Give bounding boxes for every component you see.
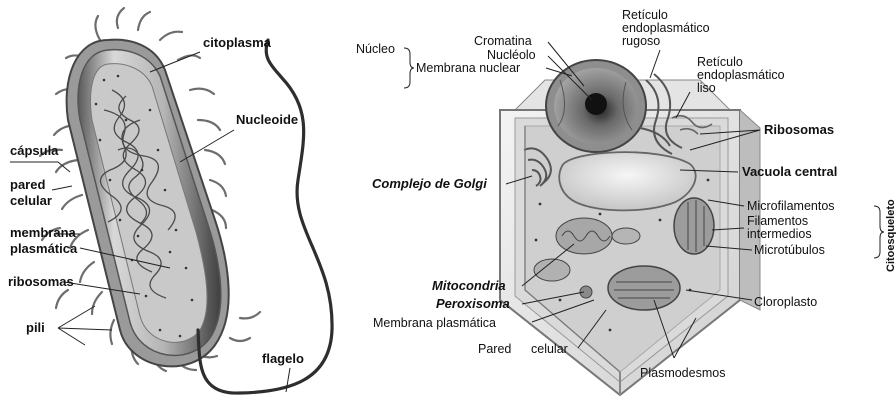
label-plant-membrana-nuclear: Membrana nuclear	[416, 61, 520, 75]
label-bacteria-membrana: membrana	[10, 226, 76, 240]
label-plant-pared: Pared	[478, 342, 511, 356]
label-bacteria-plasmatica: plasmática	[10, 242, 77, 256]
label-plant-cloroplasto: Cloroplasto	[754, 295, 817, 309]
label-bacteria-ribosomas: ribosomas	[8, 275, 74, 289]
label-bacteria-capsula: cápsula	[10, 144, 58, 158]
label-plant-plasmodesmos: Plasmodesmos	[640, 366, 725, 380]
label-plant-rer-line1: Retículo	[622, 8, 668, 22]
label-plant-peroxisoma: Peroxisoma	[436, 297, 510, 311]
label-plant-nucleolo: Nucléolo	[487, 48, 536, 62]
label-plant-microtubulos: Microtúbulos	[754, 243, 825, 257]
label-plant-nucleo: Núcleo	[356, 42, 395, 56]
label-plant-golgi: Complejo de Golgi	[372, 177, 487, 191]
plant-cell-vacuole	[559, 152, 695, 210]
label-plant-microfilamentos: Microfilamentos	[747, 199, 835, 213]
label-plant-filamentos-line2: intermedios	[747, 227, 812, 241]
label-plant-vacuola: Vacuola central	[742, 165, 837, 179]
plant-cell-illustration	[404, 42, 884, 395]
label-bacteria-pili: pili	[26, 321, 45, 335]
label-bacteria-nucleoide: Nucleoide	[236, 113, 298, 127]
plant-cell-nucleus	[546, 60, 646, 152]
label-plant-rel-line3: liso	[697, 81, 716, 95]
label-plant-celular: celular	[531, 342, 568, 356]
label-plant-rer-line2: endoplasmático	[622, 21, 710, 35]
label-plant-filamentos-line1: Filamentos	[747, 214, 808, 228]
label-plant-rel-line1: Retículo	[697, 55, 743, 69]
label-bacteria-citoplasma: citoplasma	[203, 36, 271, 50]
label-plant-citoesqueleto: Citoesqueleto	[885, 199, 896, 272]
bacterium-illustration	[10, 8, 332, 393]
label-plant-mitocondria: Mitocondria	[432, 279, 506, 293]
label-plant-ribosomas: Ribosomas	[764, 123, 834, 137]
label-bacteria-flagelo: flagelo	[262, 352, 304, 366]
label-plant-rer-line3: rugoso	[622, 34, 660, 48]
label-plant-rel-line2: endoplasmático	[697, 68, 785, 82]
label-bacteria-pared: pared	[10, 178, 45, 192]
label-plant-cromatina: Cromatina	[474, 34, 532, 48]
label-bacteria-celular: celular	[10, 194, 52, 208]
label-plant-membrana-plasmatica: Membrana plasmática	[373, 316, 496, 330]
